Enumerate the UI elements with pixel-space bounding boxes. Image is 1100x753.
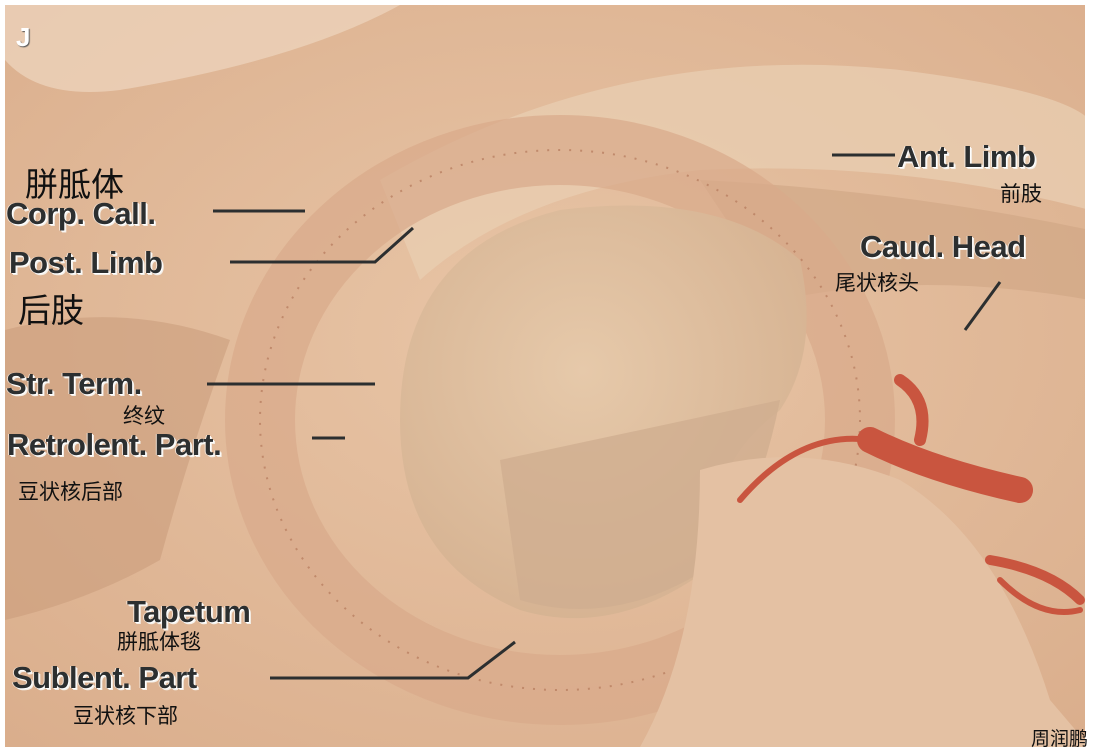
label-ant-limb-cn: 前肢 (1000, 182, 1042, 206)
label-post-limb-cn: 后肢 (18, 291, 84, 330)
label-caud-head-cn: 尾状核头 (835, 271, 919, 295)
brain-dissection-photo (5, 5, 1090, 747)
label-corp-call-cn: 胼胝体 (25, 165, 124, 204)
leader-sublent (270, 640, 516, 680)
label-corp-call: Corp. Call. (6, 196, 156, 231)
label-retrolent-part-cn: 豆状核后部 (18, 480, 123, 504)
label-retrolent-part: Retrolent. Part. (7, 427, 222, 462)
label-sublent-part-cn: 豆状核下部 (73, 704, 178, 728)
label-caud-head: Caud. Head (860, 229, 1026, 264)
label-str-term-cn: 终纹 (123, 404, 165, 428)
artery (737, 374, 1085, 615)
leader-post-limb (230, 226, 415, 264)
panel-letter: J (16, 22, 31, 52)
leader-caud-head (963, 281, 1002, 331)
label-ant-limb: Ant. Limb (897, 139, 1036, 174)
label-sublent-part: Sublent. Part (12, 660, 197, 695)
label-post-limb: Post. Limb (9, 245, 163, 280)
watermark: 周润鹏 (1030, 728, 1088, 750)
label-str-term: Str. Term. (6, 366, 142, 401)
label-tapetum: Tapetum (127, 594, 251, 629)
label-tapetum-cn: 胼胝体毯 (117, 630, 201, 654)
